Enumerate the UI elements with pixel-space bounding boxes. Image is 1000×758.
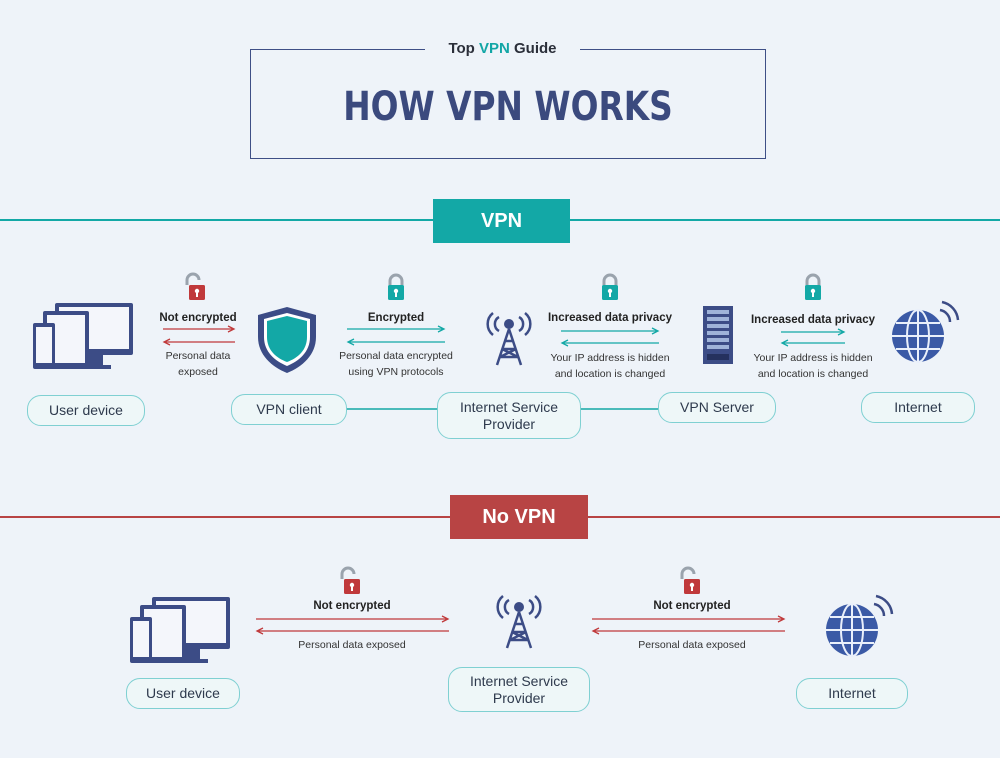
page-title: HOW VPN WORKS [343,84,673,130]
guide-highlight: VPN [479,40,510,57]
link-desc-line2: and location is changed [554,368,666,380]
link-desc-line2: and location is changed [757,368,869,380]
link-desc-line2: using VPN protocols [348,366,444,378]
isp-line2: Provider [482,415,536,432]
node-vpn-server: VPN Server [658,392,776,423]
link-desc-line1: Personal data encrypted [339,350,453,362]
guide-label: Top VPN Guide [425,38,580,60]
isp-line2: Provider [492,689,546,706]
link-desc-line1: Your IP address is hidden [550,352,670,364]
guide-prefix: Top [448,40,475,57]
link-desc-line1: Personal data exposed [298,639,406,651]
link-title: Not encrypted [313,600,391,612]
isp-line1: Internet Service [469,672,569,689]
link-title: Not encrypted [159,312,237,324]
node-internet: Internet [861,392,975,423]
link-title: Not encrypted [653,600,731,612]
link-desc-line1: Personal data exposed [638,639,746,651]
node-internet: Internet [796,678,908,709]
link-title: Increased data privacy [547,312,672,324]
node-user-device: User device [27,395,145,426]
link-title: Encrypted [367,312,425,324]
guide-suffix: Guide [514,40,557,57]
link-desc-line1: Your IP address is hidden [753,352,873,364]
node-isp: Internet Service Provider [437,392,581,439]
vpn-badge: VPN [433,199,570,243]
node-user-device: User device [126,678,240,709]
node-vpn-client: VPN client [231,394,347,425]
node-isp: Internet Service Provider [448,667,590,712]
isp-line1: Internet Service [459,398,559,415]
novpn-badge: No VPN [450,495,588,539]
link-desc-line1: Personal data [165,350,231,362]
link-title: Increased data privacy [750,314,875,326]
link-desc-line2: exposed [178,366,218,378]
